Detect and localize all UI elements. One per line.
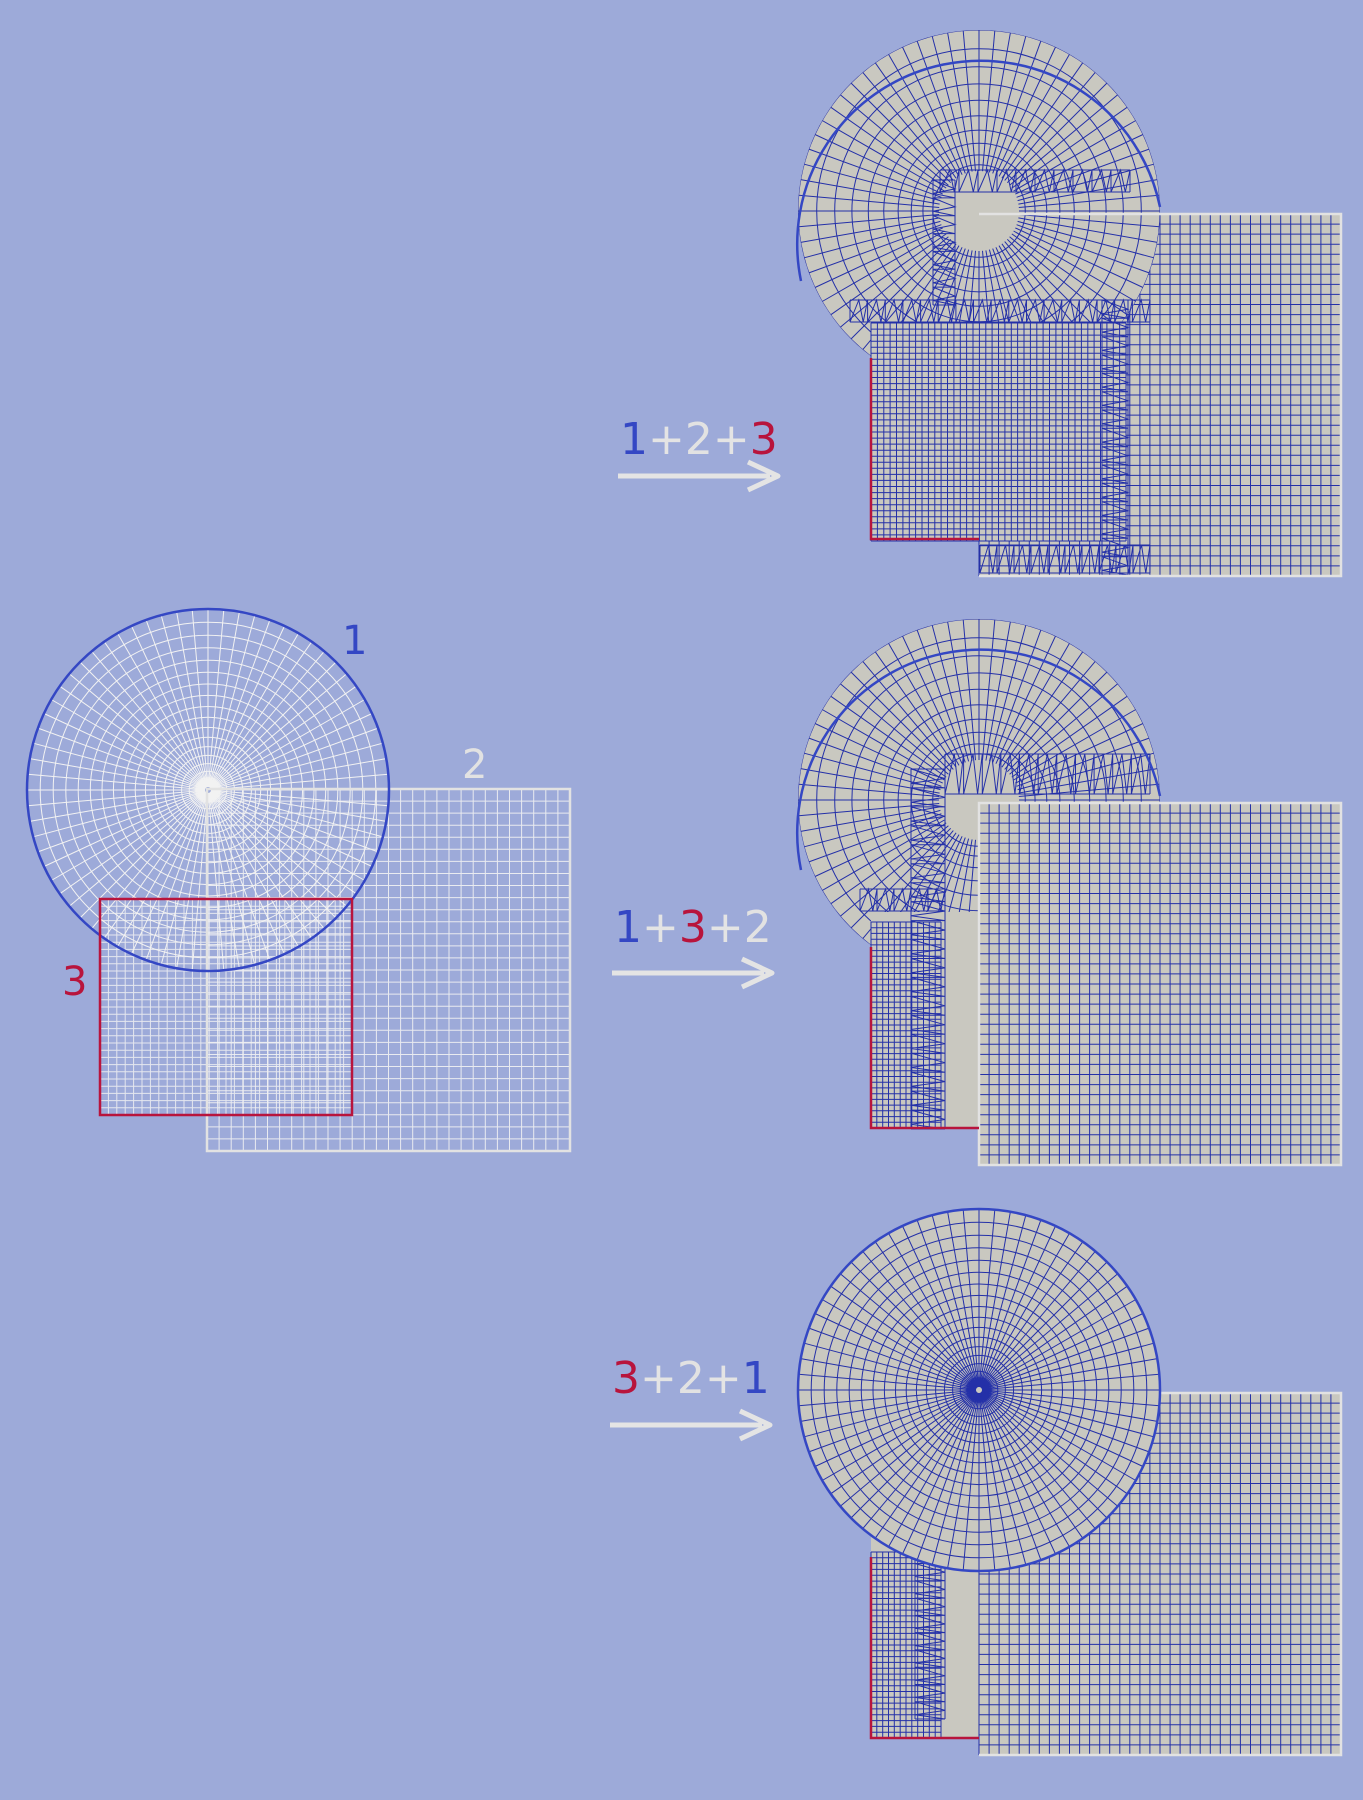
formula-row-1: 1+2+3 (620, 414, 778, 465)
arrow-row-3 (610, 1411, 770, 1439)
formula-row-3-plus-1: + (640, 1353, 677, 1404)
label-2: 2 (462, 742, 487, 788)
formula-row-2-plus-1: + (642, 902, 679, 953)
formula-row-2-third: 2 (744, 902, 772, 953)
formula-row-2-plus-2: + (707, 902, 744, 953)
formula-row-1-plus-2: + (713, 414, 750, 465)
formula-row-1-third: 3 (750, 414, 778, 465)
label-3: 3 (62, 959, 87, 1005)
formula-row-3-second: 2 (677, 1353, 705, 1404)
formula-row-3-third: 1 (742, 1353, 770, 1404)
result-row-1: 1+2+3 (618, 30, 1341, 576)
label-1: 1 (342, 618, 367, 664)
result-mesh-row-1 (797, 30, 1341, 576)
formula-row-3: 3+2+1 (612, 1353, 770, 1404)
result-row-2: 1+3+2 (612, 619, 1341, 1165)
formula-row-2-first: 1 (614, 902, 642, 953)
result-row-3: 3+2+1 (610, 1209, 1341, 1755)
formula-row-3-first: 3 (612, 1353, 640, 1404)
result-mesh-row-3 (798, 1209, 1341, 1755)
formula-row-1-second: 2 (685, 414, 713, 465)
formula-row-1-first: 1 (620, 414, 648, 465)
result-mesh-row-2 (797, 619, 1341, 1165)
arrow-row-1 (618, 462, 778, 490)
formula-row-2: 1+3+2 (614, 902, 772, 953)
rectangle-mesh-3 (100, 899, 352, 1115)
formula-row-1-plus-1: + (648, 414, 685, 465)
input-meshes: 1 2 3 (27, 609, 570, 1151)
arrow-row-2 (612, 959, 772, 987)
formula-row-3-plus-2: + (705, 1353, 742, 1404)
formula-row-2-second: 3 (679, 902, 707, 953)
